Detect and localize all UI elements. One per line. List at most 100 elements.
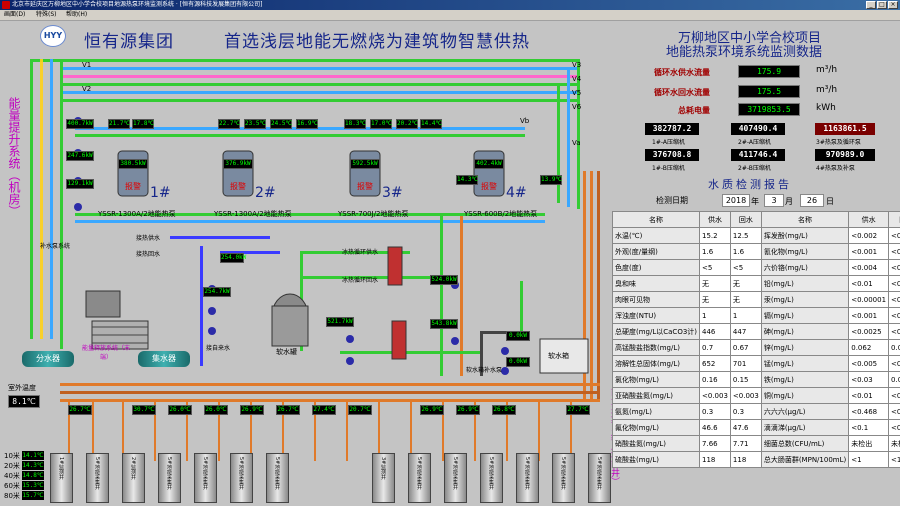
well-5[interactable]	[194, 453, 217, 503]
pump-power-1: 400.7kW	[66, 119, 94, 129]
well-11-label: 5#地能采集井	[488, 457, 494, 490]
well-temp-11: 26.8℃	[492, 405, 516, 415]
table-cell-name: 亚硝酸盐氮(mg/L)	[611, 387, 701, 404]
depth-label-80: 80米	[4, 492, 20, 500]
scada-canvas: HYY 恒有源集团 首选浅层地能无燃烧为建筑物智慧供热 万柳地区中小学合校项目 …	[0, 21, 900, 506]
pipe-label-v3: V3	[572, 61, 582, 69]
collect-tank-label: 集水器	[152, 354, 176, 363]
table-cell-value: <0.03	[848, 371, 890, 388]
well-9[interactable]	[408, 453, 431, 503]
table-cell-name: 总硬度(mg/L以CaCO3计)	[611, 323, 701, 340]
pump-power-10: 0.0kW	[506, 357, 530, 367]
well-1-label: 1#监测井	[58, 457, 64, 480]
depth-label-20: 20米	[4, 462, 20, 470]
table-cell-value: <0.00001	[848, 291, 890, 308]
temp-top-3: 22.7℃	[218, 119, 241, 129]
meter-4-value: 376708.8	[645, 149, 699, 161]
temp-top-11: 13.9℃	[540, 175, 563, 185]
table-cell-value: 1	[699, 307, 731, 324]
heatpump-3-model: YSSR-700J/2地能热泵	[338, 210, 409, 218]
pump-power-4: 254.0kW	[220, 253, 247, 263]
table-cell-value: 47.6	[729, 419, 762, 436]
label-makeup: 补水泵系统	[40, 243, 71, 250]
heatpump-1-alarm[interactable]: 报警	[125, 182, 141, 191]
heatpump-3-alarm[interactable]: 报警	[357, 182, 373, 191]
table-cell-value: 0.048	[888, 339, 900, 356]
well-3-label: 2#监测井	[130, 457, 136, 480]
heatpump-3-power: 592.5kW	[350, 159, 380, 169]
meter-3-caption: 3#热泵及循环泵	[816, 139, 861, 146]
table-cell-name: 氨氮(mg/L)	[611, 403, 701, 420]
table-cell-name: 臭和味	[611, 275, 701, 292]
label-boiler: 软水罐	[276, 348, 297, 356]
heatpump-4-alarm[interactable]: 报警	[481, 182, 497, 191]
table-cell-value: <0.001	[888, 307, 900, 324]
outdoor-temp-label: 室外温度	[8, 384, 36, 392]
date-month[interactable]: 3	[764, 194, 784, 207]
company-logo: HYY	[40, 25, 66, 47]
menubar: 画面(D) 特殊(S) 帮助(H)	[0, 10, 900, 21]
menu-item-screen[interactable]: 画面(D)	[4, 11, 26, 18]
well-10[interactable]	[444, 453, 467, 503]
table-cell-name: 肉眼可见物	[611, 291, 701, 308]
pipe-label-v6: V6	[572, 103, 582, 111]
heatpump-2-alarm[interactable]: 报警	[230, 182, 246, 191]
table-cell-value: <0.001	[848, 307, 890, 324]
table-cell-name: 铅(mg/L)	[760, 275, 850, 292]
table-cell-name: 铜(mg/L)	[760, 387, 850, 404]
maximize-button[interactable]: □	[877, 1, 887, 9]
well-11[interactable]	[480, 453, 503, 503]
meter-6-caption: 4#热泵及补泵	[816, 165, 855, 172]
meter-2-caption: 2#-A压缩机	[738, 139, 771, 146]
minimize-button[interactable]: _	[866, 1, 876, 9]
menu-item-help[interactable]: 帮助(H)	[66, 11, 88, 18]
pump-power-8: 543.8kW	[430, 319, 458, 329]
well-1[interactable]	[50, 453, 73, 503]
well-6[interactable]	[230, 453, 253, 503]
well-8[interactable]	[372, 453, 395, 503]
table-cell-value: <0.003	[729, 387, 762, 404]
heatpump-4-model: YSSR-600B/2地能热泵	[464, 210, 538, 218]
well-temp-12: 27.7℃	[566, 405, 590, 415]
table-cell-value: <0.002	[888, 227, 900, 244]
table-cell-value: <5	[699, 259, 731, 276]
table-cell-value: <0.468	[888, 403, 900, 420]
return-flow-label: 循环水回水流量	[654, 88, 710, 97]
well-7[interactable]	[266, 453, 289, 503]
well-3[interactable]	[122, 453, 145, 503]
table-header-0: 名称	[611, 211, 701, 228]
well-13[interactable]	[552, 453, 575, 503]
pipe-label-v1: V1	[82, 61, 92, 69]
table-cell-value: 1	[729, 307, 762, 324]
well-4[interactable]	[158, 453, 181, 503]
project-title-line2: 地能热泵环境系统监测数据	[666, 45, 823, 60]
depth-value-20: 14.3℃	[22, 461, 44, 470]
table-cell-value: <0.004	[848, 259, 890, 276]
meter-5-caption: 2#-B压缩机	[738, 165, 771, 172]
close-button[interactable]: ×	[888, 1, 898, 9]
date-day[interactable]: 26	[800, 194, 824, 207]
meter-2-value: 407490.4	[731, 123, 785, 135]
well-12[interactable]	[516, 453, 539, 503]
return-flow-value: 175.5	[738, 85, 800, 98]
date-year[interactable]: 2018	[722, 194, 750, 207]
menu-item-special[interactable]: 特殊(S)	[36, 11, 57, 18]
label-supply-main: 接热供水	[136, 235, 161, 242]
heatpump-2-model: YSSR-1300A/2地能热泵	[214, 210, 292, 218]
well-temp-7: 27.4℃	[312, 405, 336, 415]
table-cell-name: 汞(mg/L)	[760, 291, 850, 308]
well-14[interactable]	[588, 453, 611, 503]
well-2[interactable]	[86, 453, 109, 503]
table-cell-value: <0.1	[888, 419, 900, 436]
table-cell-value: <0.003	[699, 387, 731, 404]
temp-top-4: 23.5℃	[244, 119, 267, 129]
table-cell-name: 氰化物(mg/L)	[760, 243, 850, 260]
table-cell-name: 氯化物(mg/L)	[611, 371, 701, 388]
depth-value-80: 15.7℃	[22, 491, 44, 500]
table-cell-value: <0.0001	[888, 291, 900, 308]
table-cell-value: 0.67	[729, 339, 762, 356]
table-cell-name: 氟化物(mg/L)	[611, 419, 701, 436]
pipe-network	[30, 59, 600, 461]
collect-tank	[138, 351, 190, 367]
report-title: 水质检测报告	[708, 178, 792, 191]
